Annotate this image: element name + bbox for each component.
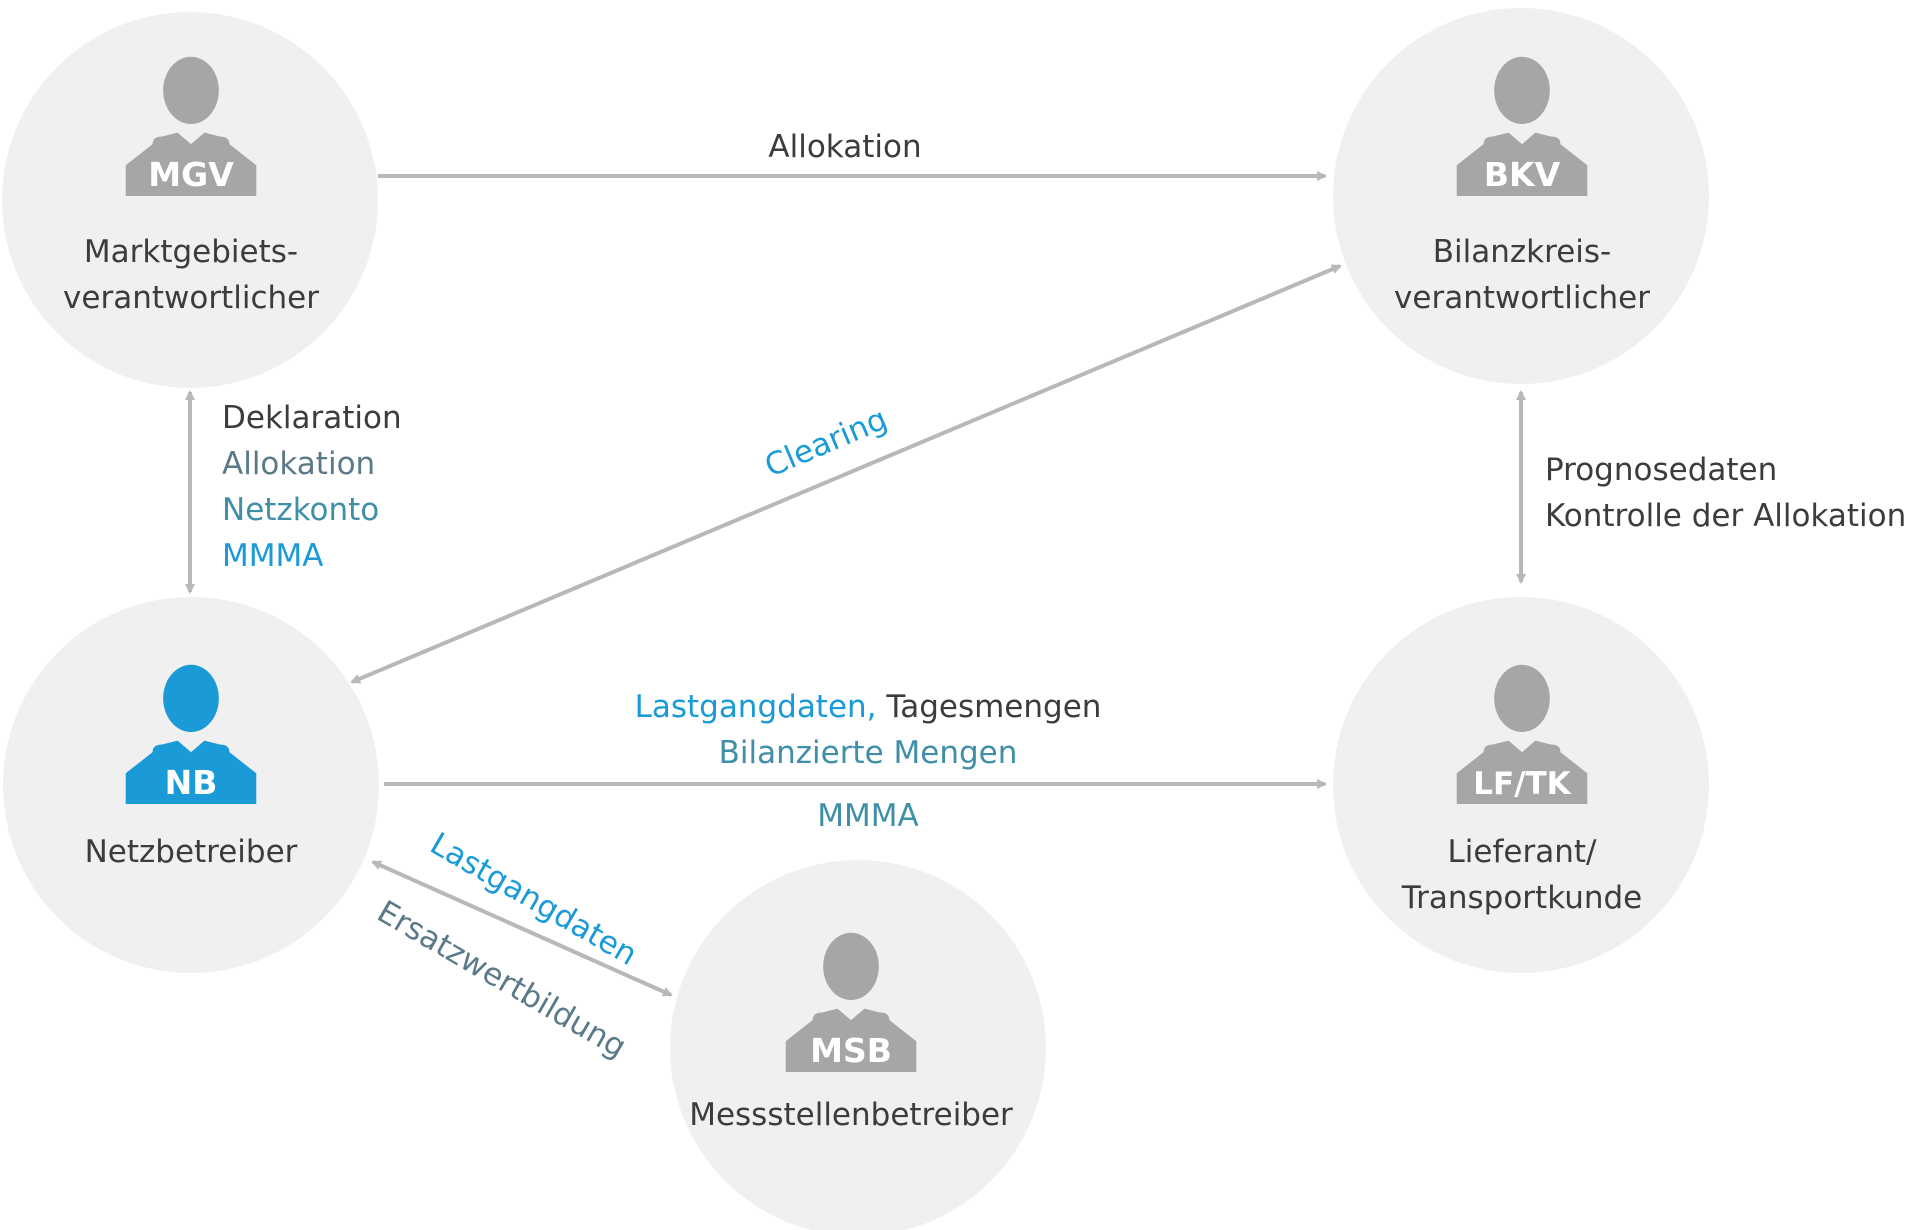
nb-lftk-label-line2: Bilanzierte Mengen [719, 735, 1018, 771]
nb-bkv-label: Clearing [760, 401, 893, 485]
mgv-name-line2: verantwortlicher [63, 280, 319, 316]
nb-name: Netzbetreiber [85, 834, 298, 870]
nb-abbr: NB [165, 763, 218, 802]
mgv-abbr: MGV [148, 155, 234, 194]
nb-lftk-label-line1a: Lastgangdaten, [635, 689, 877, 725]
bkv-lftk-label-line1: Prognosedaten [1545, 452, 1777, 488]
nb-lftk-label-line1: Lastgangdaten, Tagesmengen [635, 689, 1102, 725]
mgv-name-line1: Marktgebiets- [84, 234, 298, 270]
bkv-name-line2: verantwortlicher [1394, 280, 1650, 316]
nb-lftk-label-line3: MMMA [817, 798, 918, 834]
bkv-abbr: BKV [1484, 155, 1561, 194]
mgv-circle [2, 12, 378, 388]
lftk-name-line1: Lieferant/ [1448, 834, 1597, 870]
mgv-nb-label-line2: Allokation [222, 446, 375, 482]
msb-abbr: MSB [810, 1031, 892, 1070]
mgv-nb-label-line4: MMMA [222, 538, 323, 574]
msb-name: Messstellenbetreiber [689, 1097, 1013, 1133]
arrow-nb-msb [371, 860, 673, 997]
bkv-name-line1: Bilanzkreis- [1433, 234, 1611, 270]
bkv-lftk-label-line2: Kontrolle der Allokation [1545, 498, 1906, 534]
mgv-nb-label-line3: Netzkonto [222, 492, 379, 528]
bkv-circle [1333, 8, 1709, 384]
mgv-nb-label-line1: Deklaration [222, 400, 402, 436]
nb-lftk-label-line1b: Tagesmengen [885, 689, 1101, 725]
arrow-nb-bkv [350, 264, 1342, 684]
lftk-abbr: LF/TK [1473, 766, 1571, 802]
mgv-bkv-label: Allokation [768, 129, 921, 165]
lftk-name-line2: Transportkunde [1401, 880, 1643, 916]
